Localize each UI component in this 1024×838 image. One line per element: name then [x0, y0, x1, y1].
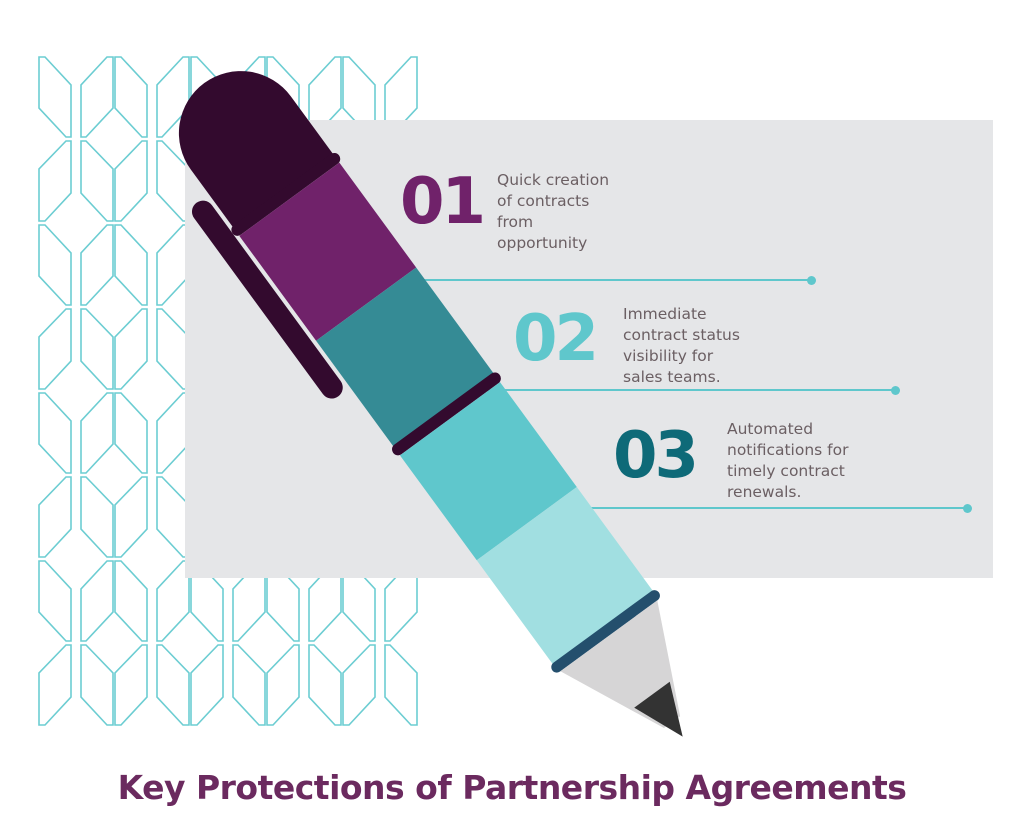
item-text-3: Automated notifications for timely contr… [727, 420, 849, 501]
item-number-2: 02 [513, 302, 599, 376]
pattern-shape [80, 560, 114, 642]
connector-line-1 [405, 279, 811, 281]
pattern-shape [114, 392, 148, 474]
connector-line-3 [560, 507, 967, 509]
connector-dot-1 [807, 276, 816, 285]
pattern-shape [342, 644, 376, 726]
item-text-2: Immediate contract status visibility for… [623, 305, 740, 386]
item-number-3: 03 [613, 419, 699, 493]
page-title: Key Protections of Partnership Agreement… [117, 768, 907, 807]
pattern-shape [114, 308, 148, 390]
pattern-shape [114, 644, 148, 726]
pattern-shape [38, 644, 72, 726]
pattern-shape [38, 56, 72, 138]
pattern-shape [80, 392, 114, 474]
pattern-shape [114, 476, 148, 558]
pattern-shape [80, 140, 114, 222]
pattern-shape [38, 308, 72, 390]
pattern-shape [80, 308, 114, 390]
pattern-shape [38, 140, 72, 222]
pattern-shape [114, 560, 148, 642]
pattern-shape [38, 560, 72, 642]
pattern-shape [38, 476, 72, 558]
pattern-shape [38, 224, 72, 306]
pattern-shape [232, 644, 266, 726]
pattern-shape [156, 560, 190, 642]
connector-dot-3 [963, 504, 972, 513]
pattern-shape [80, 476, 114, 558]
pattern-shape [80, 644, 114, 726]
pattern-shape [266, 644, 300, 726]
pattern-shape [384, 644, 418, 726]
item-number-1: 01 [400, 165, 486, 239]
pattern-shape [80, 224, 114, 306]
connector-line-2 [488, 389, 895, 391]
pattern-shape [308, 644, 342, 726]
pattern-shape [156, 644, 190, 726]
pattern-shape [114, 140, 148, 222]
pattern-shape [80, 56, 114, 138]
pattern-shape [38, 392, 72, 474]
pattern-shape [114, 224, 148, 306]
connector-dot-2 [891, 386, 900, 395]
pattern-shape [190, 644, 224, 726]
pattern-shape [114, 56, 148, 138]
item-text-1: Quick creation of contracts from opportu… [497, 171, 610, 252]
